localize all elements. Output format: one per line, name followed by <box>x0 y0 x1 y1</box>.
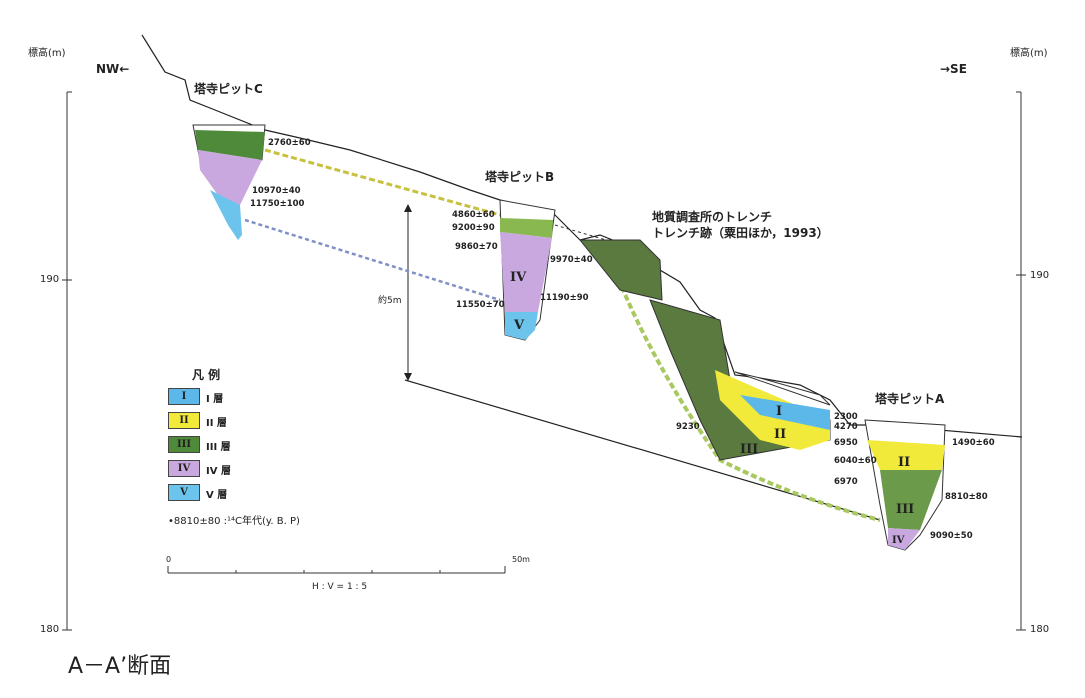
trench <box>578 239 831 461</box>
legend-swatch: V <box>168 484 200 501</box>
se-direction: →SE <box>940 62 967 76</box>
pit-B-label: 塔寺ピットB <box>485 170 555 184</box>
tick-190-right: 190 <box>1030 270 1050 281</box>
layer-label: III <box>740 442 759 457</box>
trench-label: 地質調査所のトレンチ <box>652 210 773 224</box>
layer-label: II <box>774 427 787 442</box>
legend-swatch: I <box>168 388 200 405</box>
nw-direction: NW← <box>96 62 130 76</box>
layer-label: I <box>776 404 783 419</box>
date-label: 11190±90 <box>540 293 589 303</box>
legend-label: V 層 <box>206 490 228 501</box>
date-label: 9970±40 <box>550 255 593 265</box>
date-label: 9860±70 <box>455 242 498 252</box>
date-label: 9230 <box>676 422 700 432</box>
legend-swatch: III <box>168 436 200 453</box>
offset-label: 約5m <box>378 296 402 306</box>
tick-180-left: 180 <box>40 624 60 635</box>
trench-sublabel: トレンチ跡（粟田ほか，1993） <box>652 226 829 240</box>
legend-note: •8810±80 :¹⁴C年代(y. B. P) <box>168 516 300 527</box>
pit-A <box>864 419 946 551</box>
layer-label: IV <box>510 270 527 285</box>
tick-190-left: 190 <box>40 274 60 285</box>
layer-label: V <box>514 318 525 333</box>
pit-C <box>192 124 266 240</box>
date-label: 8810±80 <box>945 492 988 502</box>
date-label: 2300 <box>834 412 858 422</box>
ground-surface <box>141 34 1023 438</box>
date-label: 9200±90 <box>452 223 495 233</box>
pit-C-label: 塔寺ピットC <box>194 82 263 96</box>
left-axis-title: 標高(m) <box>28 48 66 59</box>
layer-label: II <box>898 455 911 470</box>
date-label: 6950 <box>834 438 858 448</box>
section-caption: A－A’断面 <box>68 654 172 679</box>
legend-swatch: II <box>168 412 200 429</box>
date-label: 11750±100 <box>250 199 305 209</box>
layer-label: III <box>896 502 915 517</box>
legend-label: II 層 <box>206 418 227 429</box>
date-label: 2760±60 <box>268 138 311 148</box>
legend-title: 凡 例 <box>192 368 221 382</box>
legend-label: IV 層 <box>206 466 231 477</box>
date-label: 4860±60 <box>452 210 495 220</box>
base-line <box>404 379 881 521</box>
date-label: 1490±60 <box>952 438 995 448</box>
scale-end: 50m <box>512 555 530 564</box>
tick-180-right: 180 <box>1030 624 1050 635</box>
scale-ratio: H : V = 1 : 5 <box>312 582 368 592</box>
layer-III-correlation <box>264 148 501 217</box>
layer-V-correlation <box>244 218 501 302</box>
legend-swatch: IV <box>168 460 200 477</box>
pit-A-label: 塔寺ピットA <box>875 392 945 406</box>
date-label: 9090±50 <box>930 531 973 541</box>
date-label: 11550±70 <box>456 300 505 310</box>
layer-label: IV <box>892 535 905 546</box>
scale-start: 0 <box>166 555 172 564</box>
scale-bar <box>167 566 506 574</box>
pit-B <box>499 199 556 341</box>
right-axis-title: 標高(m) <box>1010 48 1048 59</box>
date-label: 10970±40 <box>252 186 301 196</box>
date-label: 6040±60 <box>834 456 877 466</box>
date-label: 4270 <box>834 422 858 432</box>
legend-label: I 層 <box>206 394 224 405</box>
legend-label: III 層 <box>206 442 231 453</box>
date-label: 6970 <box>834 477 858 487</box>
